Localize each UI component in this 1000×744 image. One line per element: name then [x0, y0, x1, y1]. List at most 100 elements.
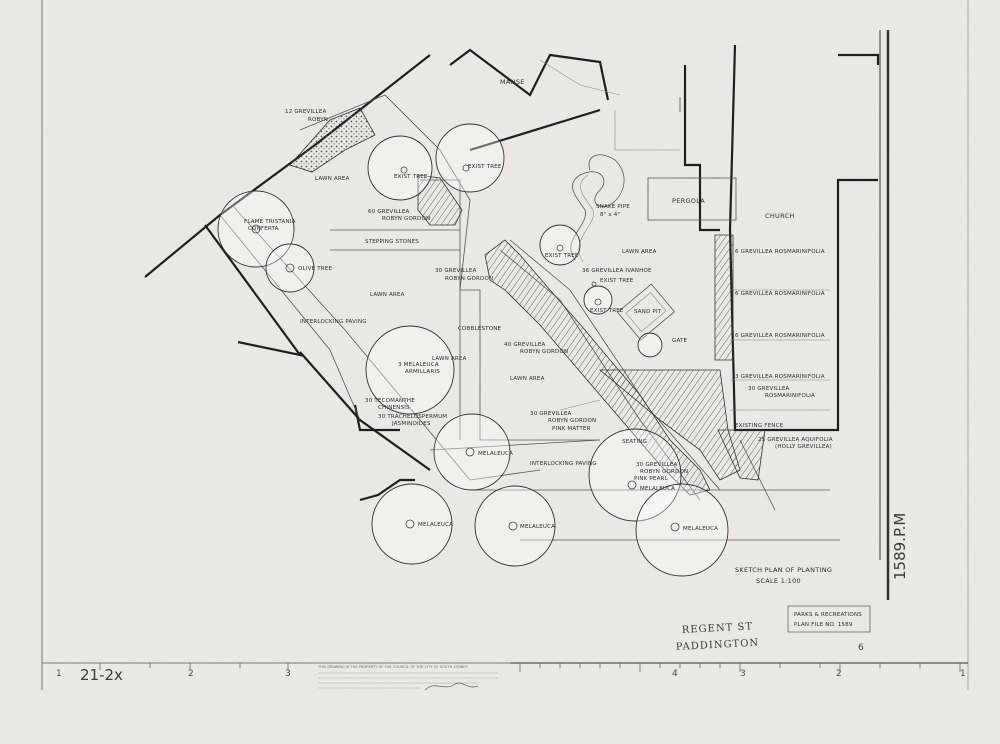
trees: [217, 123, 729, 577]
label-planting: PINK PEARL: [634, 476, 669, 482]
label-planting: 40 GREVILLEA: [504, 342, 545, 348]
label-planting: ROBYN GORDON: [640, 469, 688, 475]
tree-canopy: [635, 483, 729, 577]
label-planting: 36 GREVILLEA IVANHOE: [582, 268, 652, 274]
label-tree: EXIST TREE: [590, 308, 624, 314]
label-interlocking-paving: INTERLOCKING PAVING: [530, 461, 597, 467]
label-interlocking-paving: INTERLOCKING PAVING: [300, 319, 367, 325]
label-lawn: LAWN AREA: [622, 249, 657, 255]
label-planting: 12 GREVILLEA: [285, 109, 326, 115]
ruler-number: 3: [285, 669, 291, 679]
label-planting: 30 TRACHELOSPERMUM: [378, 414, 447, 420]
label-tree: MELALEUCA: [640, 486, 675, 492]
label-planting: 25 GREVILLEA AQUIFOLIA: [758, 437, 833, 443]
ruler-number: 3: [740, 669, 746, 679]
label-planting: ROBYN: [308, 117, 328, 123]
label-planting: 30 GREVILLEA: [530, 411, 571, 417]
street-name: REGENT ST: [682, 621, 754, 636]
fine-print: THIS DRAWING IS THE PROPERTY OF THE COUN…: [317, 665, 469, 669]
label-tree: MELALEUCA: [478, 451, 513, 457]
tree-canopy: [371, 483, 453, 565]
ruler-number: 2: [188, 669, 194, 679]
label-tree: OLIVE TREE: [298, 266, 332, 272]
label-planting: PINK MATTER: [552, 426, 591, 432]
label-planting: ROBYN GORDON: [382, 216, 430, 222]
label-tree: MELALEUCA: [683, 526, 718, 532]
label-planting: 3 MELALEUCA: [398, 362, 439, 368]
tree-canopy: [588, 428, 682, 522]
label-tree: EXIST TREE: [600, 278, 634, 284]
label-lawn: LAWN AREA: [315, 176, 350, 182]
label-planting: ROBYN GORDON: [548, 418, 596, 424]
file-stamp-line: PLAN FILE NO. 1589: [794, 622, 853, 628]
label-tree: EXIST TREE: [545, 253, 579, 259]
label-seating: SEATING: [622, 439, 647, 445]
label-church: CHURCH: [765, 212, 795, 220]
site-boundary: [144, 44, 880, 502]
label-snake-pipe-size: 8" x 4": [600, 212, 620, 218]
corner-mark: 6: [858, 643, 864, 653]
ruler-number: 1: [960, 669, 966, 679]
label-lawn: LAWN AREA: [370, 292, 405, 298]
tree-canopy: [433, 413, 511, 491]
label-pergola: PERGOLA: [672, 197, 705, 205]
file-stamp-line: PARKS & RECREATIONS: [794, 612, 862, 618]
signature: [424, 682, 479, 691]
label-planting: 30 GREVILLEA: [748, 386, 789, 392]
tree-canopy: [217, 190, 295, 268]
label-lawn: LAWN AREA: [432, 356, 467, 362]
plan-scale: SCALE 1:100: [756, 577, 801, 585]
label-planting: 60 GREVILLEA: [368, 209, 409, 215]
ruler-number: 2: [836, 669, 842, 679]
snake-pipe: [570, 154, 625, 261]
tree-canopy: [265, 243, 315, 293]
tree-canopy: [365, 325, 455, 415]
ruler-number: 1: [56, 669, 62, 679]
label-planting: JASMINOIDES: [391, 421, 431, 427]
label-planting: 30 GREVILLEA: [636, 462, 677, 468]
label-planting: ROBYN GORDON: [520, 349, 568, 355]
label-planting: ROSMARINIFOLIA: [765, 393, 815, 399]
label-lawn: LAWN AREA: [510, 376, 545, 382]
tree-canopy: [583, 285, 613, 315]
label-snake-pipe: SNAKE PIPE: [596, 204, 630, 210]
planting-beds: [289, 107, 766, 496]
label-tree: EXIST TREE: [468, 164, 502, 170]
label-planting: 6 GREVILLEA ROSMARINIFOLIA: [735, 249, 825, 255]
tree-canopy: [637, 332, 663, 358]
stamp-number: 1589.P.M: [891, 513, 909, 580]
label-planting: ARMILLARIS: [405, 369, 440, 375]
ruler-number: 4: [672, 669, 678, 679]
label-planting: 3 GREVILLEA ROSMARINIFOLIA: [735, 374, 825, 380]
label-stepping-stones: STEPPING STONES: [365, 239, 419, 245]
label-planting: CHINENSIS: [378, 405, 410, 411]
label-planting: (HOLLY GREVILLEA): [775, 444, 832, 450]
label-tree: MELALEUCA: [520, 524, 555, 530]
label-tree: MELALEUCA: [418, 522, 453, 528]
label-planting: 6 GREVILLEA ROSMARINIFOLIA: [735, 333, 825, 339]
plan-labels: MANSE CHURCH PERGOLA SAND PIT SNAKE PIPE…: [244, 78, 833, 532]
label-cobblestone: COBBLESTONE: [458, 326, 502, 332]
suburb-name: PADDINGTON: [676, 638, 760, 653]
label-tree: FLAME TRISTANIA: [244, 219, 296, 225]
label-planting: 30 TECOMANTHE: [365, 398, 415, 404]
label-gate: GATE: [672, 338, 688, 344]
label-tree: EXIST TREE: [394, 174, 428, 180]
tree-canopy: [474, 485, 556, 567]
label-sand-pit: SAND PIT: [634, 309, 662, 315]
label-planting: ROBYN GORDON: [445, 276, 493, 282]
bottom-ruler: 1 21-2x 2 3 4 3 2 1 THIS DRAWING IS THE …: [42, 662, 968, 691]
label-existing-fence: EXISTING FENCE: [735, 423, 784, 429]
sheet-code: 21-2x: [80, 666, 123, 684]
title-block: SKETCH PLAN OF PLANTING SCALE 1:100 REGE…: [676, 513, 909, 653]
file-stamp-box: [787, 605, 871, 633]
tree-canopy: [367, 135, 433, 201]
label-planting: 6 GREVILLEA ROSMARINIFOLIA: [735, 291, 825, 297]
plan-title: SKETCH PLAN OF PLANTING: [735, 566, 832, 574]
label-planting: 30 GREVILLEA: [435, 268, 476, 274]
tree-canopy: [435, 123, 505, 193]
sheet-frame: [41, 0, 969, 690]
label-tree: CONFERTA: [248, 226, 279, 232]
